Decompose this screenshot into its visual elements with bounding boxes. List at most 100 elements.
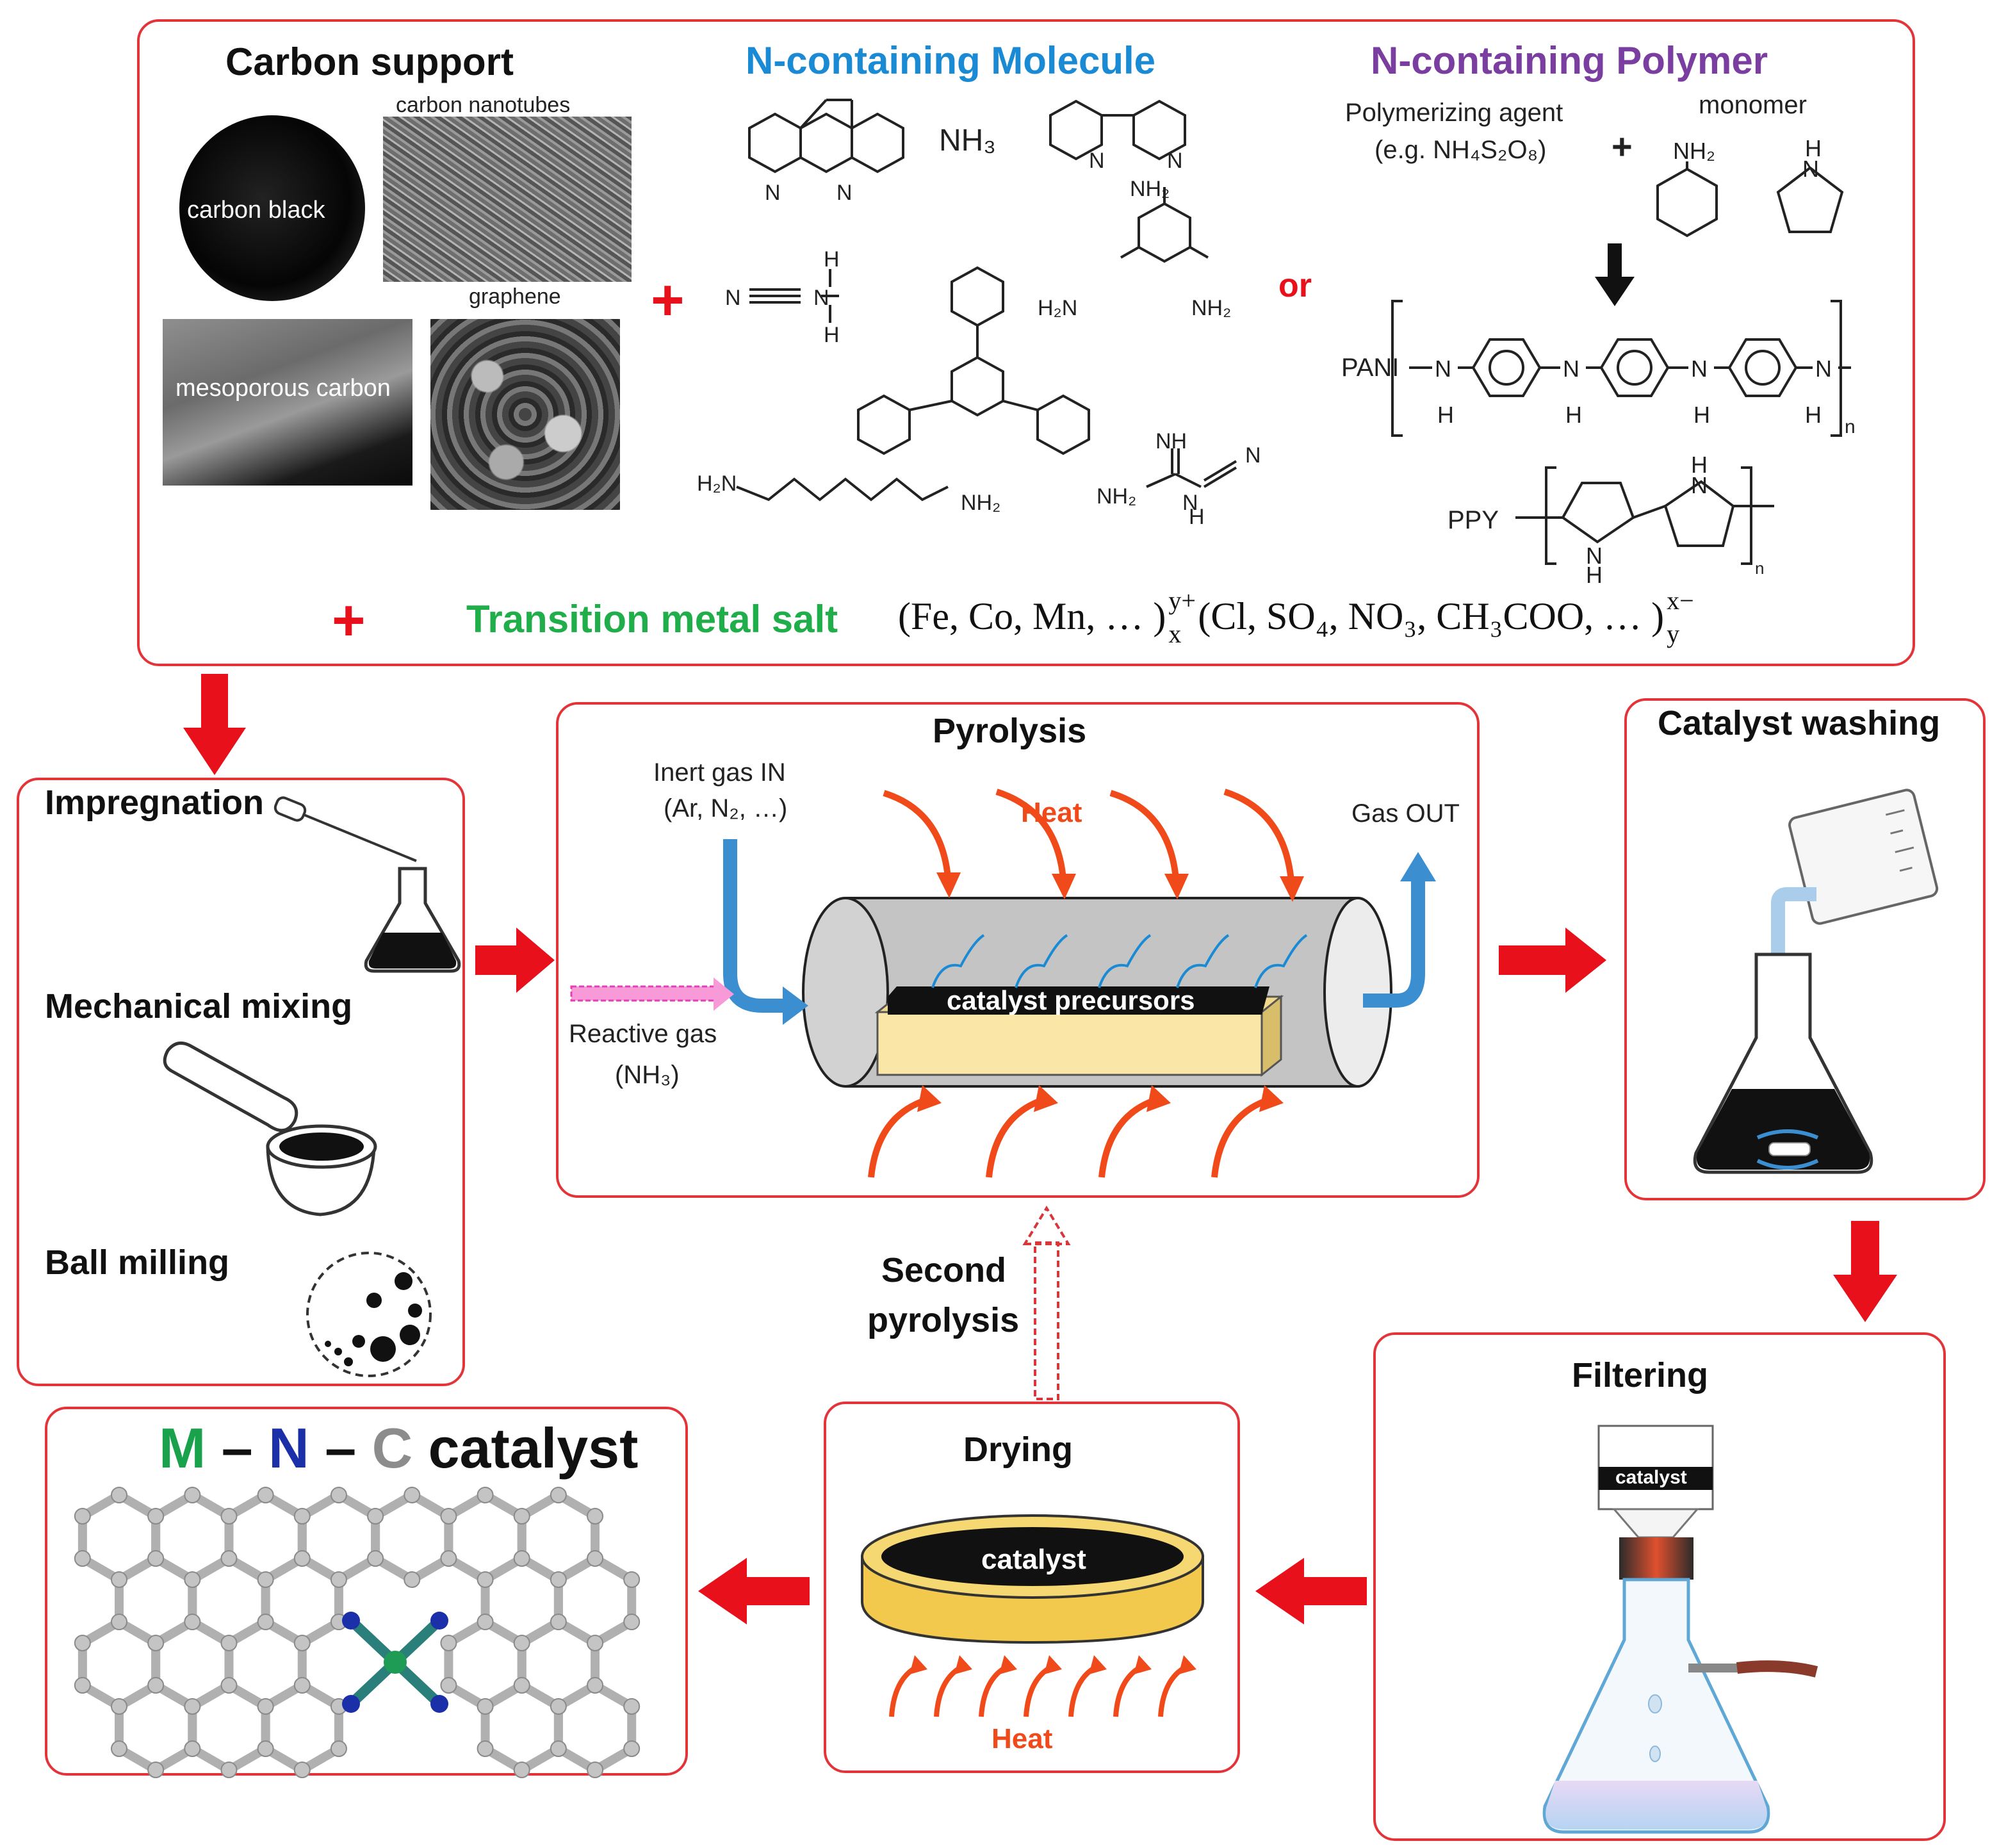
pani-label: PANI: [1341, 354, 1399, 382]
svg-text:H: H: [1693, 402, 1710, 428]
sample-boat: [874, 986, 1284, 1077]
carbon-atom: [257, 1740, 274, 1757]
carbon-atom: [184, 1614, 201, 1630]
ball-mill-icon: [306, 1252, 432, 1377]
polymerizing-agent-example: (e.g. NH₄S₂O₈): [1375, 136, 1547, 164]
carbon-atom: [220, 1677, 238, 1694]
svg-text:H: H: [1691, 452, 1708, 478]
reactive-gas-arrow: [570, 977, 734, 1011]
svg-text:N: N: [836, 181, 853, 205]
svg-text:N: N: [1435, 356, 1451, 382]
beaker-icon: [1788, 789, 1939, 925]
ball-milling-label: Ball milling: [45, 1243, 230, 1282]
svg-text:NH₂: NH₂: [1130, 177, 1170, 201]
svg-text:N: N: [1167, 149, 1183, 173]
heat-arrows-top: [883, 789, 1294, 882]
carbon-atom: [477, 1614, 494, 1630]
carbon-atom: [330, 1487, 347, 1503]
svg-text:N: N: [1245, 443, 1261, 468]
carbon-atom: [404, 1487, 421, 1503]
carbon-atom: [550, 1571, 567, 1588]
mnc-n: N: [268, 1416, 309, 1480]
carbon-atom: [74, 1677, 91, 1694]
reactive-gas-example: (NH₃): [615, 1061, 680, 1089]
svg-text:H: H: [824, 247, 840, 272]
mesoporous-carbon-image: [163, 319, 412, 486]
mesoporous-carbon-label: mesoporous carbon: [175, 375, 391, 402]
svg-text:N: N: [1586, 543, 1603, 569]
carbon-atom: [184, 1571, 201, 1588]
carbon-atom: [111, 1487, 127, 1503]
lattice-ring: [261, 1680, 343, 1776]
mnc-catalyst-word: catalyst: [428, 1416, 639, 1480]
carbon-atom: [440, 1677, 457, 1694]
reactive-gas-label: Reactive gas: [569, 1020, 717, 1048]
carbon-atom: [184, 1698, 201, 1715]
svg-text:N: N: [765, 181, 781, 205]
arrow-to-washing: [1499, 945, 1569, 975]
svg-text:NH₂: NH₂: [1673, 138, 1715, 164]
vapor-wisps: [931, 934, 1308, 988]
carbon-atom: [293, 1762, 311, 1778]
carbon-atom: [330, 1571, 347, 1588]
metal-salt-formula: (Fe, Co, Mn, … )y+x(Cl, SO₄, NO₃, CH₃COO…: [898, 586, 1696, 648]
carbon-atom: [293, 1677, 311, 1694]
carbon-atom: [623, 1614, 640, 1630]
carbon-atom: [147, 1762, 165, 1778]
svg-text:H: H: [1586, 562, 1603, 588]
carbon-atom: [74, 1635, 91, 1651]
carbon-black-label: carbon black: [187, 197, 325, 224]
cation-count: x: [1168, 619, 1182, 648]
lattice-ring: [115, 1680, 197, 1776]
erlenmeyer-flask-icon: [1693, 953, 1873, 1174]
carbon-atom: [330, 1740, 347, 1757]
mortar-pestle-icon: [163, 1041, 377, 1216]
carbon-black-image: [179, 115, 365, 301]
carbon-atom: [550, 1614, 567, 1630]
svg-text:N: N: [1815, 356, 1832, 382]
n-polymer-title: N-containing Polymer: [1371, 39, 1768, 82]
carbon-atom: [220, 1635, 238, 1651]
impregnation-title: Impregnation: [45, 783, 265, 822]
ppy-label: PPY: [1448, 506, 1499, 534]
svg-text:N: N: [1182, 491, 1198, 515]
carbon-atom: [550, 1698, 567, 1715]
svg-text:NH₂: NH₂: [961, 491, 1000, 515]
catalyst-washing-title: Catalyst washing: [1658, 704, 1941, 742]
carbon-nanotubes-label: carbon nanotubes: [396, 93, 571, 117]
svg-text:N: N: [1563, 356, 1579, 382]
svg-text:H: H: [1565, 402, 1582, 428]
catalyst-precursors-label: catalyst precursors: [947, 985, 1195, 1015]
carbon-atom: [147, 1635, 165, 1651]
lattice-ring: [371, 1489, 453, 1585]
filter-catalyst-label: catalyst: [1615, 1467, 1687, 1488]
carbon-atom: [293, 1550, 311, 1567]
carbon-atom: [440, 1635, 457, 1651]
carbon-atom: [293, 1508, 311, 1525]
carbon-atom: [257, 1614, 274, 1630]
second-pyrolysis-label-2: pyrolysis: [867, 1301, 1020, 1339]
metal-anions: (Cl, SO₄, NO₃, CH₃COO, … ): [1198, 595, 1665, 637]
filtering-title: Filtering: [1572, 1356, 1708, 1394]
carbon-atom: [550, 1487, 567, 1503]
mnc-dash-2: –: [325, 1416, 357, 1480]
svg-text:N: N: [1691, 472, 1708, 498]
carbon-atom: [147, 1677, 165, 1694]
arrow-to-mnc: [743, 1577, 810, 1605]
carbon-atom: [513, 1508, 530, 1525]
n-molecule-title: N-containing Molecule: [746, 39, 1156, 82]
mechanical-mixing-label: Mechanical mixing: [45, 987, 353, 1026]
carbon-atom: [184, 1487, 201, 1503]
second-pyrolysis-label-1: Second: [881, 1251, 1007, 1289]
inert-gas-label: Inert gas IN: [653, 758, 786, 787]
flask-icon: [364, 867, 461, 973]
mnc-catalyst-panel: [45, 1407, 688, 1776]
petri-dish-icon: [861, 1514, 1204, 1644]
svg-text:N: N: [1691, 356, 1708, 382]
anion-charge: x−: [1667, 586, 1694, 615]
svg-text:H: H: [824, 323, 840, 347]
carbon-atom: [293, 1635, 311, 1651]
heat-arrows-bottom: [868, 1096, 1272, 1178]
